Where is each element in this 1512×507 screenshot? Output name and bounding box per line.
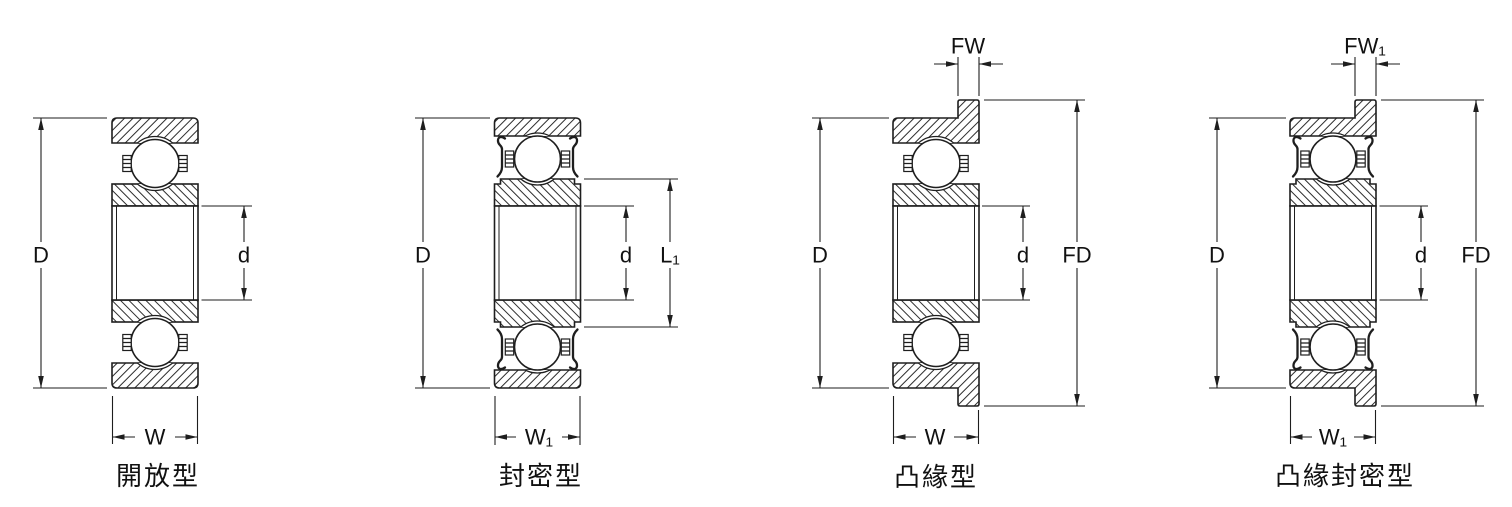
outer-ring-top-section-with-flange: [892, 99, 980, 144]
dim-label-width: W: [925, 425, 946, 450]
bore-chamfer-lines: [116, 206, 194, 300]
bore: [892, 205, 980, 301]
bore-chamfer-lines: [1294, 206, 1372, 300]
dim-flange-diameter-flanged: FD: [984, 99, 1092, 407]
outer-ring-bottom-section-with-flange: [892, 362, 980, 407]
dim-label-width: W₁: [525, 425, 553, 450]
dim-label-width: W: [145, 425, 166, 450]
bearing-diagram-flanged: [892, 99, 980, 407]
dim-label-bore-diameter: d: [1017, 243, 1029, 268]
dim-label-bore-diameter: d: [238, 243, 250, 268]
dim-label-flange-diameter: FD: [1062, 243, 1091, 268]
dim-label-bore-diameter: d: [620, 243, 632, 268]
outer-ring-bottom-section-with-flange: [1289, 369, 1377, 407]
dim-label-outer-diameter: D: [812, 243, 828, 268]
dim-width-open: W: [111, 396, 199, 450]
type-label-flanged: 凸緣型: [894, 462, 978, 492]
bearing-diagram-flanged-sealed: [1289, 99, 1377, 407]
dim-width-flanged: W: [892, 396, 980, 450]
dim-label-width: W₁: [1319, 425, 1347, 450]
outer-ring-bottom-section: [493, 369, 582, 389]
dim-label-flange-width: FW₁: [1344, 34, 1386, 59]
dim-width-flanged-sealed: W₁: [1289, 396, 1377, 450]
dim-outer-diameter-flanged: D: [812, 117, 889, 389]
bore: [1289, 205, 1377, 301]
dim-label-seal-land-diameter: L₁: [660, 243, 680, 268]
dim-label-outer-diameter: D: [415, 243, 431, 268]
type-label-sealed: 封密型: [499, 461, 583, 491]
dim-outer-diameter-sealed: D: [415, 117, 490, 389]
dim-label-outer-diameter: D: [33, 243, 49, 268]
bearing-diagram-sealed: [493, 117, 582, 389]
type-label-open: 開放型: [116, 461, 200, 491]
dim-flange-width-flanged: FW: [934, 34, 1003, 96]
dim-bore-diameter-sealed: d: [584, 205, 634, 301]
dim-bore-diameter-open: d: [201, 205, 252, 301]
bore: [493, 205, 582, 301]
dim-flange-width-flanged-sealed: FW₁: [1331, 34, 1400, 96]
outer-ring-top-section: [493, 117, 582, 137]
dim-bore-diameter-flanged: d: [982, 205, 1030, 301]
bore-chamfer-lines: [498, 206, 577, 300]
bore: [111, 205, 199, 301]
dim-label-outer-diameter: D: [1209, 243, 1225, 268]
inner-ring-bottom-section: [493, 299, 582, 328]
dim-width-sealed: W₁: [494, 396, 581, 450]
bearing-diagram-open: [111, 117, 199, 389]
dim-label-flange-diameter: FD: [1461, 243, 1490, 268]
outer-ring-top-section-with-flange: [1289, 99, 1377, 137]
dim-flange-diameter-flanged-sealed: FD: [1381, 99, 1491, 407]
dim-label-flange-width: FW: [951, 34, 985, 59]
inner-ring-bottom-section: [1289, 299, 1377, 328]
outer-ring-top-section: [111, 117, 199, 144]
dim-outer-diameter-open: D: [33, 117, 107, 389]
dim-seal-land-diameter-sealed: L₁: [584, 178, 680, 328]
dim-outer-diameter-flanged-sealed: D: [1209, 117, 1286, 389]
bore-chamfer-lines: [897, 206, 975, 300]
outer-ring-bottom-section: [111, 362, 199, 389]
dim-bore-diameter-flanged-sealed: d: [1379, 205, 1428, 301]
type-label-flanged-sealed: 凸緣封密型: [1275, 461, 1415, 491]
dim-label-bore-diameter: d: [1415, 243, 1427, 268]
